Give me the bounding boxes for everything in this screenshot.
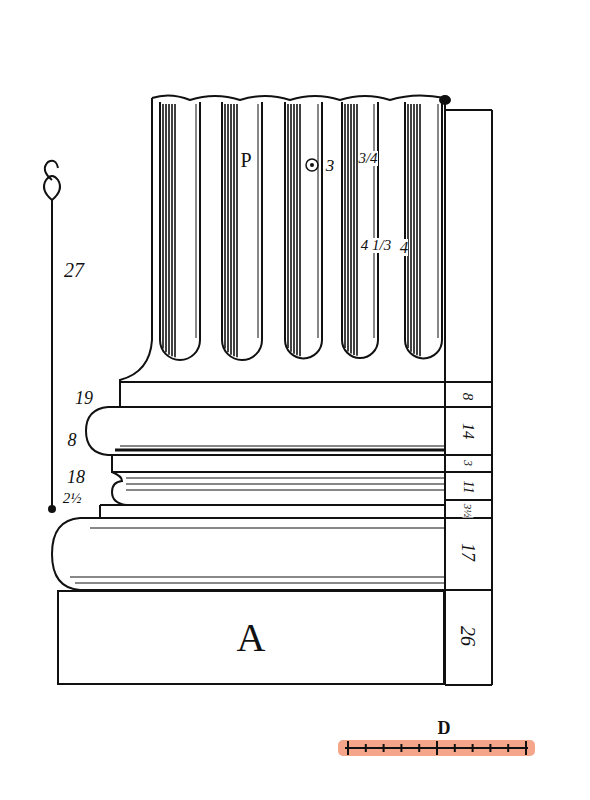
dimension-number: 3½ xyxy=(463,503,474,517)
dimension-number: 14 xyxy=(460,423,476,439)
dimension-number: 19 xyxy=(75,389,93,407)
dimension-number: 2½ xyxy=(63,491,82,506)
dimension-number: 27 xyxy=(64,260,84,280)
dimension-number: 11 xyxy=(461,481,475,494)
dimension-number: 26 xyxy=(458,626,478,646)
dimension-number: 17 xyxy=(459,543,477,561)
part-letter: A xyxy=(237,614,266,661)
dimension-number: P xyxy=(240,150,251,170)
dimension-number: D xyxy=(438,719,451,737)
dimension-number: 8 xyxy=(461,392,476,400)
dimension-number: 18 xyxy=(67,468,85,486)
dimension-number: 3 xyxy=(326,157,335,174)
plinth-box: A xyxy=(57,590,445,685)
dimension-number: 4 xyxy=(400,239,409,256)
dimension-number: 3 xyxy=(462,460,474,466)
dimension-number: 3/4 xyxy=(358,151,377,166)
dimension-number: 8 xyxy=(68,431,77,449)
dimension-number: 4 1/3 xyxy=(361,238,391,253)
